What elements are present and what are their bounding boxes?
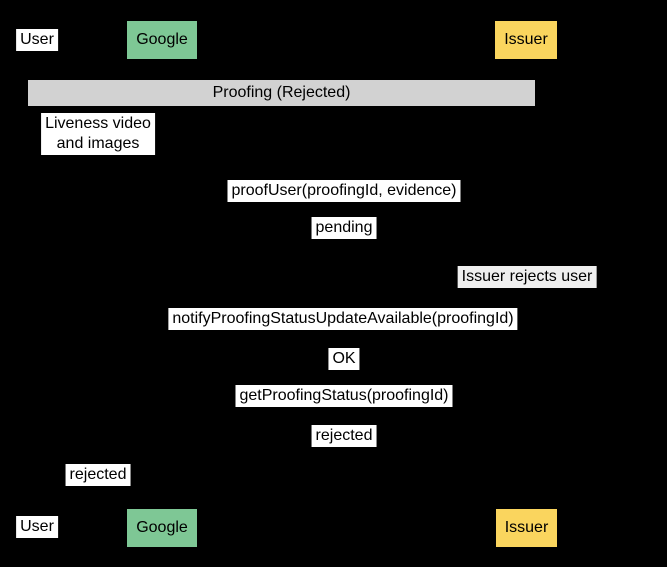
actor-label-issuer-bottom: Issuer (504, 519, 549, 536)
message-pending: pending (311, 217, 377, 239)
fragment-title: Proofing (Rejected) (212, 84, 351, 101)
actor-label-google-top: Google (136, 31, 188, 48)
actor-label-google-bottom: Google (136, 519, 188, 536)
actor-box-issuer-top: Issuer (495, 21, 557, 59)
fragment-header-bar: Proofing (Rejected) (28, 80, 535, 106)
note-issuer-rejects-user: Issuer rejects user (457, 266, 597, 288)
message-rejected-response: rejected (311, 425, 377, 447)
message-notify-status-update: notifyProofingStatusUpdateAvailable(proo… (168, 308, 518, 330)
message-proof-user: proofUser(proofingId, evidence) (227, 180, 461, 202)
message-rejected-to-user: rejected (65, 464, 131, 486)
actor-label-user-bottom: User (16, 516, 58, 538)
message-ok: OK (328, 348, 360, 370)
actor-box-google-bottom: Google (127, 509, 197, 547)
message-liveness-evidence: Liveness video and images (41, 113, 155, 155)
actor-box-issuer-bottom: Issuer (496, 509, 557, 547)
actor-label-user-top: User (16, 29, 58, 51)
actor-box-google-top: Google (127, 21, 197, 59)
message-get-proofing-status: getProofingStatus(proofingId) (235, 385, 453, 407)
actor-label-issuer-top: Issuer (504, 31, 548, 48)
